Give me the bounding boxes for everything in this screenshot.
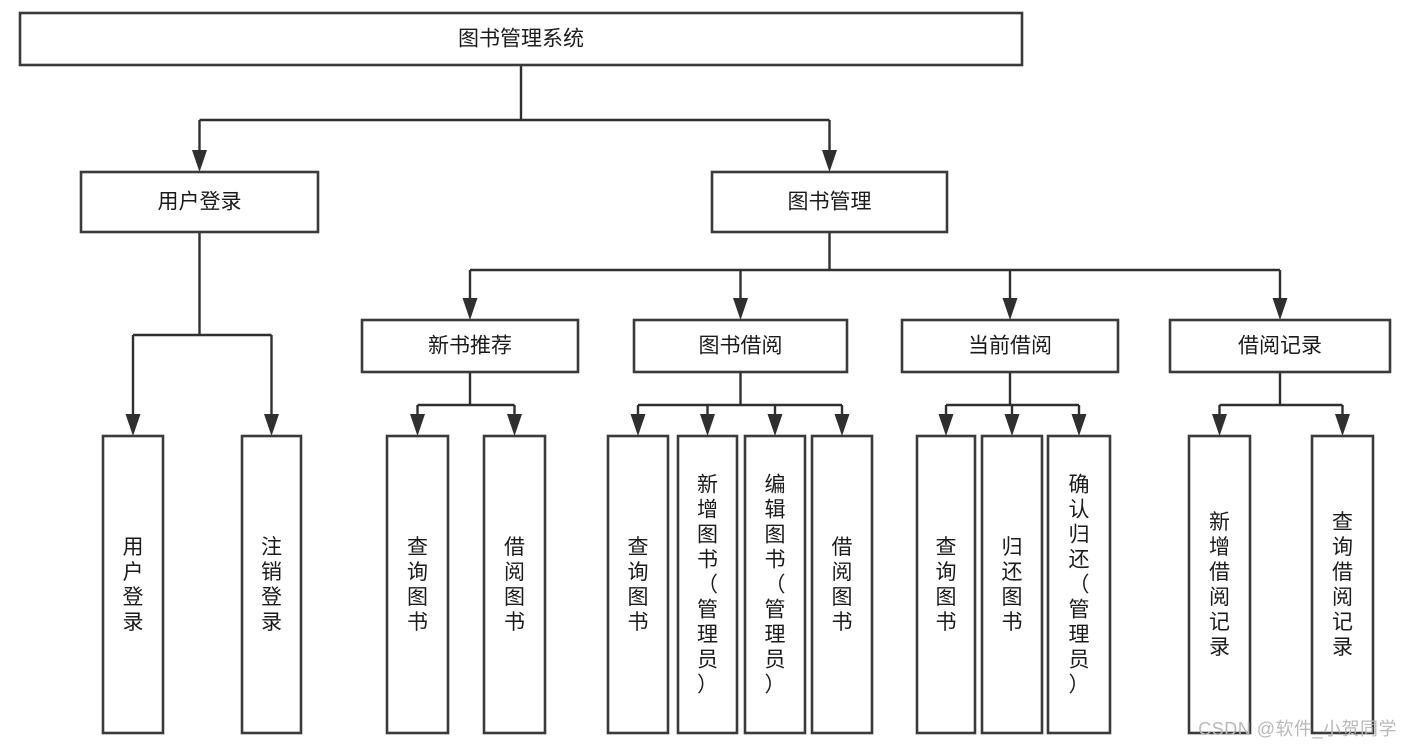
- node-box-leaf-query-book-rec[interactable]: [385, 434, 450, 735]
- node-box-leaf-add-book[interactable]: [676, 434, 739, 735]
- node-box-root[interactable]: [18, 11, 1024, 67]
- node-box-user-login[interactable]: [79, 170, 320, 234]
- node-box-book-manage[interactable]: [710, 170, 949, 234]
- node-label-leaf-add-book: 新增图书（管理员）: [697, 474, 718, 697]
- node-label-borrow-record: 借阅记录: [1238, 335, 1322, 358]
- node-box-leaf-return-book[interactable]: [980, 434, 1044, 735]
- node-box-leaf-edit-book[interactable]: [743, 434, 807, 735]
- connector-group-user-login: [125, 232, 279, 436]
- node-label-current-borrow: 当前借阅: [968, 335, 1052, 358]
- node-borrow-record[interactable]: 借阅记录: [1168, 318, 1392, 374]
- node-label-leaf-return-book: 归还图书: [1002, 536, 1023, 634]
- node-root[interactable]: 图书管理系统: [18, 11, 1024, 67]
- node-leaf-borrow-book-rec[interactable]: 借阅图书: [482, 434, 547, 735]
- node-user-login[interactable]: 用户登录: [79, 170, 320, 234]
- connector-group-root: [192, 65, 837, 172]
- node-label-leaf-query-record: 查询借阅记录: [1332, 511, 1353, 659]
- node-box-new-book-rec[interactable]: [360, 318, 580, 374]
- node-label-leaf-add-record: 新增借阅记录: [1209, 511, 1230, 659]
- node-leaf-user-login[interactable]: 用户登录: [101, 434, 165, 735]
- node-label-leaf-borrow-book: 借阅图书: [832, 536, 853, 634]
- node-label-leaf-query-book-rec: 查询图书: [407, 536, 428, 634]
- node-leaf-return-book[interactable]: 归还图书: [980, 434, 1044, 735]
- node-leaf-confirm-return[interactable]: 确认归还（管理员）: [1046, 434, 1112, 735]
- node-leaf-edit-book[interactable]: 编辑图书（管理员）: [743, 434, 807, 735]
- node-leaf-query-book-cur[interactable]: 查询图书: [915, 434, 977, 735]
- node-label-leaf-query-book-borrow: 查询图书: [628, 536, 649, 634]
- node-label-user-login: 用户登录: [158, 191, 242, 214]
- node-box-leaf-query-record[interactable]: [1310, 434, 1375, 735]
- node-label-book-manage: 图书管理: [788, 191, 872, 214]
- node-label-root: 图书管理系统: [458, 28, 584, 51]
- node-box-leaf-logout[interactable]: [240, 434, 303, 735]
- node-label-leaf-confirm-return: 确认归还（管理员）: [1069, 474, 1090, 697]
- node-current-borrow[interactable]: 当前借阅: [900, 318, 1120, 374]
- node-box-leaf-user-login[interactable]: [101, 434, 165, 735]
- node-label-leaf-user-login: 用户登录: [123, 536, 144, 634]
- connector-group-book-manage: [462, 232, 1288, 320]
- node-leaf-query-book-borrow[interactable]: 查询图书: [606, 434, 670, 735]
- node-leaf-logout[interactable]: 注销登录: [240, 434, 303, 735]
- connector-group-borrow-record: [1212, 372, 1350, 436]
- connector-group-book-borrow: [630, 372, 850, 436]
- node-leaf-add-book[interactable]: 新增图书（管理员）: [676, 434, 739, 735]
- connector-group-new-book-rec: [410, 372, 522, 436]
- node-box-leaf-confirm-return[interactable]: [1046, 434, 1112, 735]
- node-label-leaf-logout: 注销登录: [261, 536, 282, 634]
- node-leaf-query-book-rec[interactable]: 查询图书: [385, 434, 450, 735]
- node-book-manage[interactable]: 图书管理: [710, 170, 949, 234]
- node-new-book-rec[interactable]: 新书推荐: [360, 318, 580, 374]
- node-layer: 图书管理系统用户登录图书管理新书推荐图书借阅当前借阅借阅记录用户登录注销登录查询…: [18, 11, 1392, 735]
- node-box-borrow-record[interactable]: [1168, 318, 1392, 374]
- node-label-new-book-rec: 新书推荐: [428, 335, 512, 358]
- node-box-leaf-query-book-cur[interactable]: [915, 434, 977, 735]
- node-box-leaf-query-book-borrow[interactable]: [606, 434, 670, 735]
- node-book-borrow[interactable]: 图书借阅: [632, 318, 849, 374]
- node-leaf-borrow-book[interactable]: 借阅图书: [810, 434, 874, 735]
- node-box-book-borrow[interactable]: [632, 318, 849, 374]
- node-box-leaf-borrow-book[interactable]: [810, 434, 874, 735]
- node-box-current-borrow[interactable]: [900, 318, 1120, 374]
- node-leaf-add-record[interactable]: 新增借阅记录: [1187, 434, 1252, 735]
- node-label-book-borrow: 图书借阅: [699, 335, 783, 358]
- connector-group-current-borrow: [938, 372, 1087, 436]
- node-label-leaf-edit-book: 编辑图书（管理员）: [765, 474, 786, 697]
- node-label-leaf-borrow-book-rec: 借阅图书: [504, 536, 525, 634]
- connector-layer: [125, 65, 1350, 436]
- node-box-leaf-borrow-book-rec[interactable]: [482, 434, 547, 735]
- node-leaf-query-record[interactable]: 查询借阅记录: [1310, 434, 1375, 735]
- node-box-leaf-add-record[interactable]: [1187, 434, 1252, 735]
- node-label-leaf-query-book-cur: 查询图书: [936, 536, 957, 634]
